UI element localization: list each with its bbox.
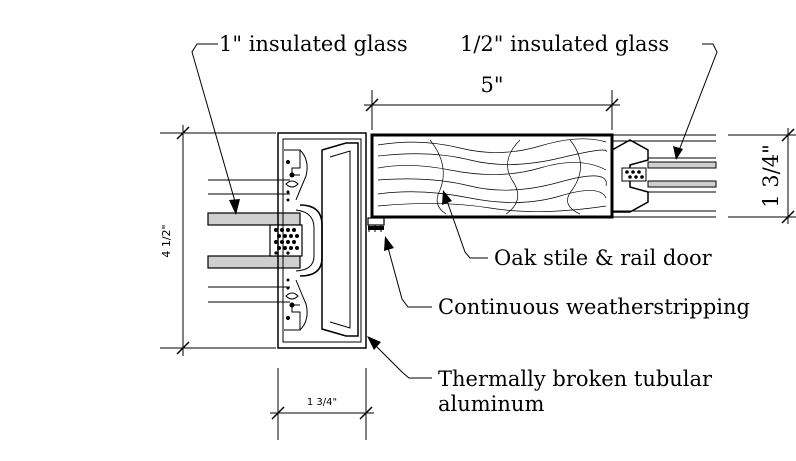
label-one-inch-glass: 1" insulated glass bbox=[219, 32, 408, 56]
dimension-4-1-2 bbox=[160, 125, 276, 356]
dim-frame-width: 1 3/4" bbox=[307, 397, 337, 408]
label-weatherstripping: Continuous weatherstripping bbox=[438, 295, 750, 319]
dimension-5in bbox=[364, 90, 620, 130]
label-aluminum-line1: Thermally broken tubular bbox=[438, 367, 713, 391]
dimension-1-3-4-door bbox=[728, 128, 796, 224]
label-half-inch-glass: 1/2" insulated glass bbox=[460, 32, 669, 56]
dim-frame-depth: 4 1/2" bbox=[160, 224, 173, 257]
aluminum-frame bbox=[277, 132, 367, 349]
weatherstripping bbox=[367, 217, 385, 232]
dim-door-thickness: 1 3/4" bbox=[759, 144, 783, 208]
leader-half-inch-glass bbox=[673, 43, 718, 160]
oak-door bbox=[370, 133, 614, 219]
label-oak-door: Oak stile & rail door bbox=[494, 246, 713, 270]
right-insulated-glass bbox=[611, 134, 717, 218]
leader-one-inch-glass bbox=[191, 43, 240, 215]
left-insulated-glass bbox=[207, 179, 323, 303]
leader-aluminum bbox=[367, 336, 432, 379]
dimension-1-3-4-frame bbox=[270, 368, 374, 440]
leader-weatherstripping bbox=[384, 236, 432, 308]
label-aluminum-line2: aluminum bbox=[438, 392, 544, 416]
leader-oak-door bbox=[442, 190, 488, 259]
dim-door-width: 5" bbox=[480, 73, 503, 97]
